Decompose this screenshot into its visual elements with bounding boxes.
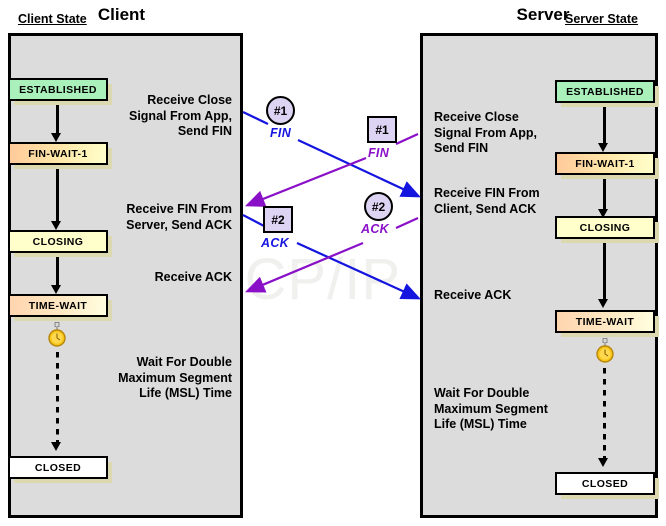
server-connector-3-arrow	[598, 299, 608, 308]
client-connector-3-arrow	[51, 285, 61, 294]
client-event-wait-msl: Wait For Double Maximum Segment Life (MS…	[118, 355, 232, 400]
server-state-heading: Server State	[565, 12, 638, 26]
client-connector-2	[56, 167, 59, 223]
client-message-1-marker: #1	[266, 96, 295, 125]
server-connector-1	[603, 105, 606, 145]
client-message-2-marker: #2	[263, 206, 293, 233]
server-event-receive-fin: Receive FIN From Client, Send ACK	[434, 186, 540, 216]
server-message-1-marker: #1	[367, 116, 397, 143]
client-connector-1-arrow	[51, 133, 61, 142]
server-message-2-marker: #2	[364, 192, 393, 221]
client-message-1-label: FIN	[270, 126, 292, 140]
stopwatch-icon-client	[46, 322, 68, 348]
client-connector-2-arrow	[51, 221, 61, 230]
server-connector-1-arrow	[598, 143, 608, 152]
client-connector-3	[56, 255, 59, 287]
client-state-time-wait: TIME-WAIT	[8, 294, 108, 317]
server-event-receive-ack: Receive ACK	[434, 288, 512, 302]
client-event-receive-ack: Receive ACK	[154, 270, 232, 284]
client-wait-arrow	[51, 442, 61, 451]
server-message-1-label: FIN	[368, 146, 390, 160]
server-wait-dotted-line	[603, 368, 606, 460]
server-state-closing: CLOSING	[555, 216, 655, 239]
server-message-2-label: ACK	[361, 222, 389, 236]
server-state-fin-wait-1: FIN-WAIT-1	[555, 152, 655, 175]
server-wait-arrow	[598, 458, 608, 467]
server-state-established: ESTABLISHED	[555, 80, 655, 103]
server-state-time-wait: TIME-WAIT	[555, 310, 655, 333]
server-title: Server	[516, 5, 570, 24]
server-connector-2	[603, 177, 606, 211]
client-wait-dotted-line	[56, 352, 59, 444]
server-event-close-signal: Receive Close Signal From App, Send FIN	[434, 110, 538, 155]
client-state-closed: CLOSED	[8, 456, 108, 479]
server-state-closed: CLOSED	[555, 472, 655, 495]
server-panel	[420, 33, 658, 518]
server-connector-2-arrow	[598, 209, 608, 218]
server-event-wait-msl: Wait For Double Maximum Segment Life (MS…	[434, 386, 548, 431]
client-event-receive-fin: Receive FIN From Server, Send ACK	[126, 202, 232, 232]
client-title: Client	[97, 5, 146, 24]
client-panel	[8, 33, 243, 518]
stopwatch-icon-server	[594, 338, 616, 364]
client-state-heading: Client State	[18, 12, 87, 26]
client-message-2-label: ACK	[261, 236, 289, 250]
client-state-established: ESTABLISHED	[8, 78, 108, 101]
client-state-closing: CLOSING	[8, 230, 108, 253]
server-connector-3	[603, 241, 606, 301]
client-connector-1	[56, 103, 59, 135]
client-event-close-signal: Receive Close Signal From App, Send FIN	[128, 93, 232, 138]
client-state-fin-wait-1: FIN-WAIT-1	[8, 142, 108, 165]
